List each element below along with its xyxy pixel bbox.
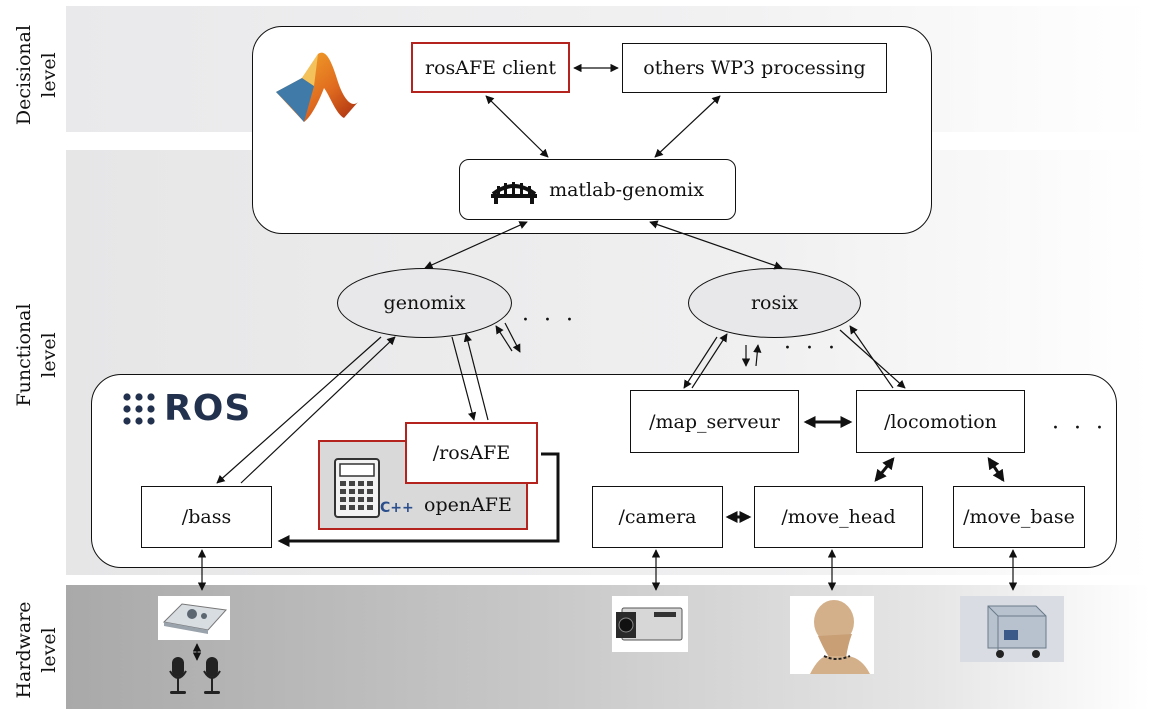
matlab-genomix-label: matlab-genomix xyxy=(549,178,704,201)
move-head-node: /move_head xyxy=(754,486,923,548)
rosafe-client-node: rosAFE client xyxy=(411,42,570,93)
genomix-ellipse: genomix xyxy=(337,268,512,338)
dummy-head-icon xyxy=(790,596,874,674)
calculator-icon xyxy=(334,458,380,518)
level-label-line: Hardware xyxy=(13,601,35,699)
microphone-icon xyxy=(169,657,221,694)
matlab-logo-icon xyxy=(276,52,358,122)
hardware-level-label: Hardware level xyxy=(12,588,64,712)
level-label-line: Decisional xyxy=(13,24,35,126)
level-label-line: level xyxy=(38,627,60,673)
bridge-icon xyxy=(491,181,538,204)
decisional-level-label: Decisional level xyxy=(12,10,64,140)
ros-logo-text: ROS xyxy=(164,388,252,429)
level-label-line: level xyxy=(38,52,60,98)
rosafe-node: /rosAFE xyxy=(405,422,538,484)
robot-base-icon xyxy=(960,596,1064,662)
cpp-label: C++ xyxy=(380,500,414,516)
camera-node: /camera xyxy=(592,486,723,548)
ellipsis: · · · xyxy=(784,336,839,361)
level-label-line: level xyxy=(38,332,60,378)
openafe-label: openAFE xyxy=(424,494,512,516)
rosix-ellipse: rosix xyxy=(688,268,861,338)
matlab-genomix-node: matlab-genomix xyxy=(459,159,736,220)
ros-logo: ROS xyxy=(122,388,251,429)
map-serveur-node: /map_serveur xyxy=(630,390,799,453)
others-wp3-processing-node: others WP3 processing xyxy=(622,43,887,93)
functional-level-label: Functional level xyxy=(12,280,64,430)
bass-node: /bass xyxy=(141,486,272,548)
ellipsis: · · · xyxy=(522,308,577,333)
ellipsis: · · · xyxy=(1052,416,1107,441)
level-label-line: Functional xyxy=(13,303,35,407)
camera-device-icon xyxy=(612,596,688,652)
locomotion-node: /locomotion xyxy=(856,390,1025,453)
ros-logo-icon xyxy=(123,392,155,425)
move-base-node: /move_base xyxy=(953,486,1085,548)
soundcard-icon xyxy=(158,596,230,640)
